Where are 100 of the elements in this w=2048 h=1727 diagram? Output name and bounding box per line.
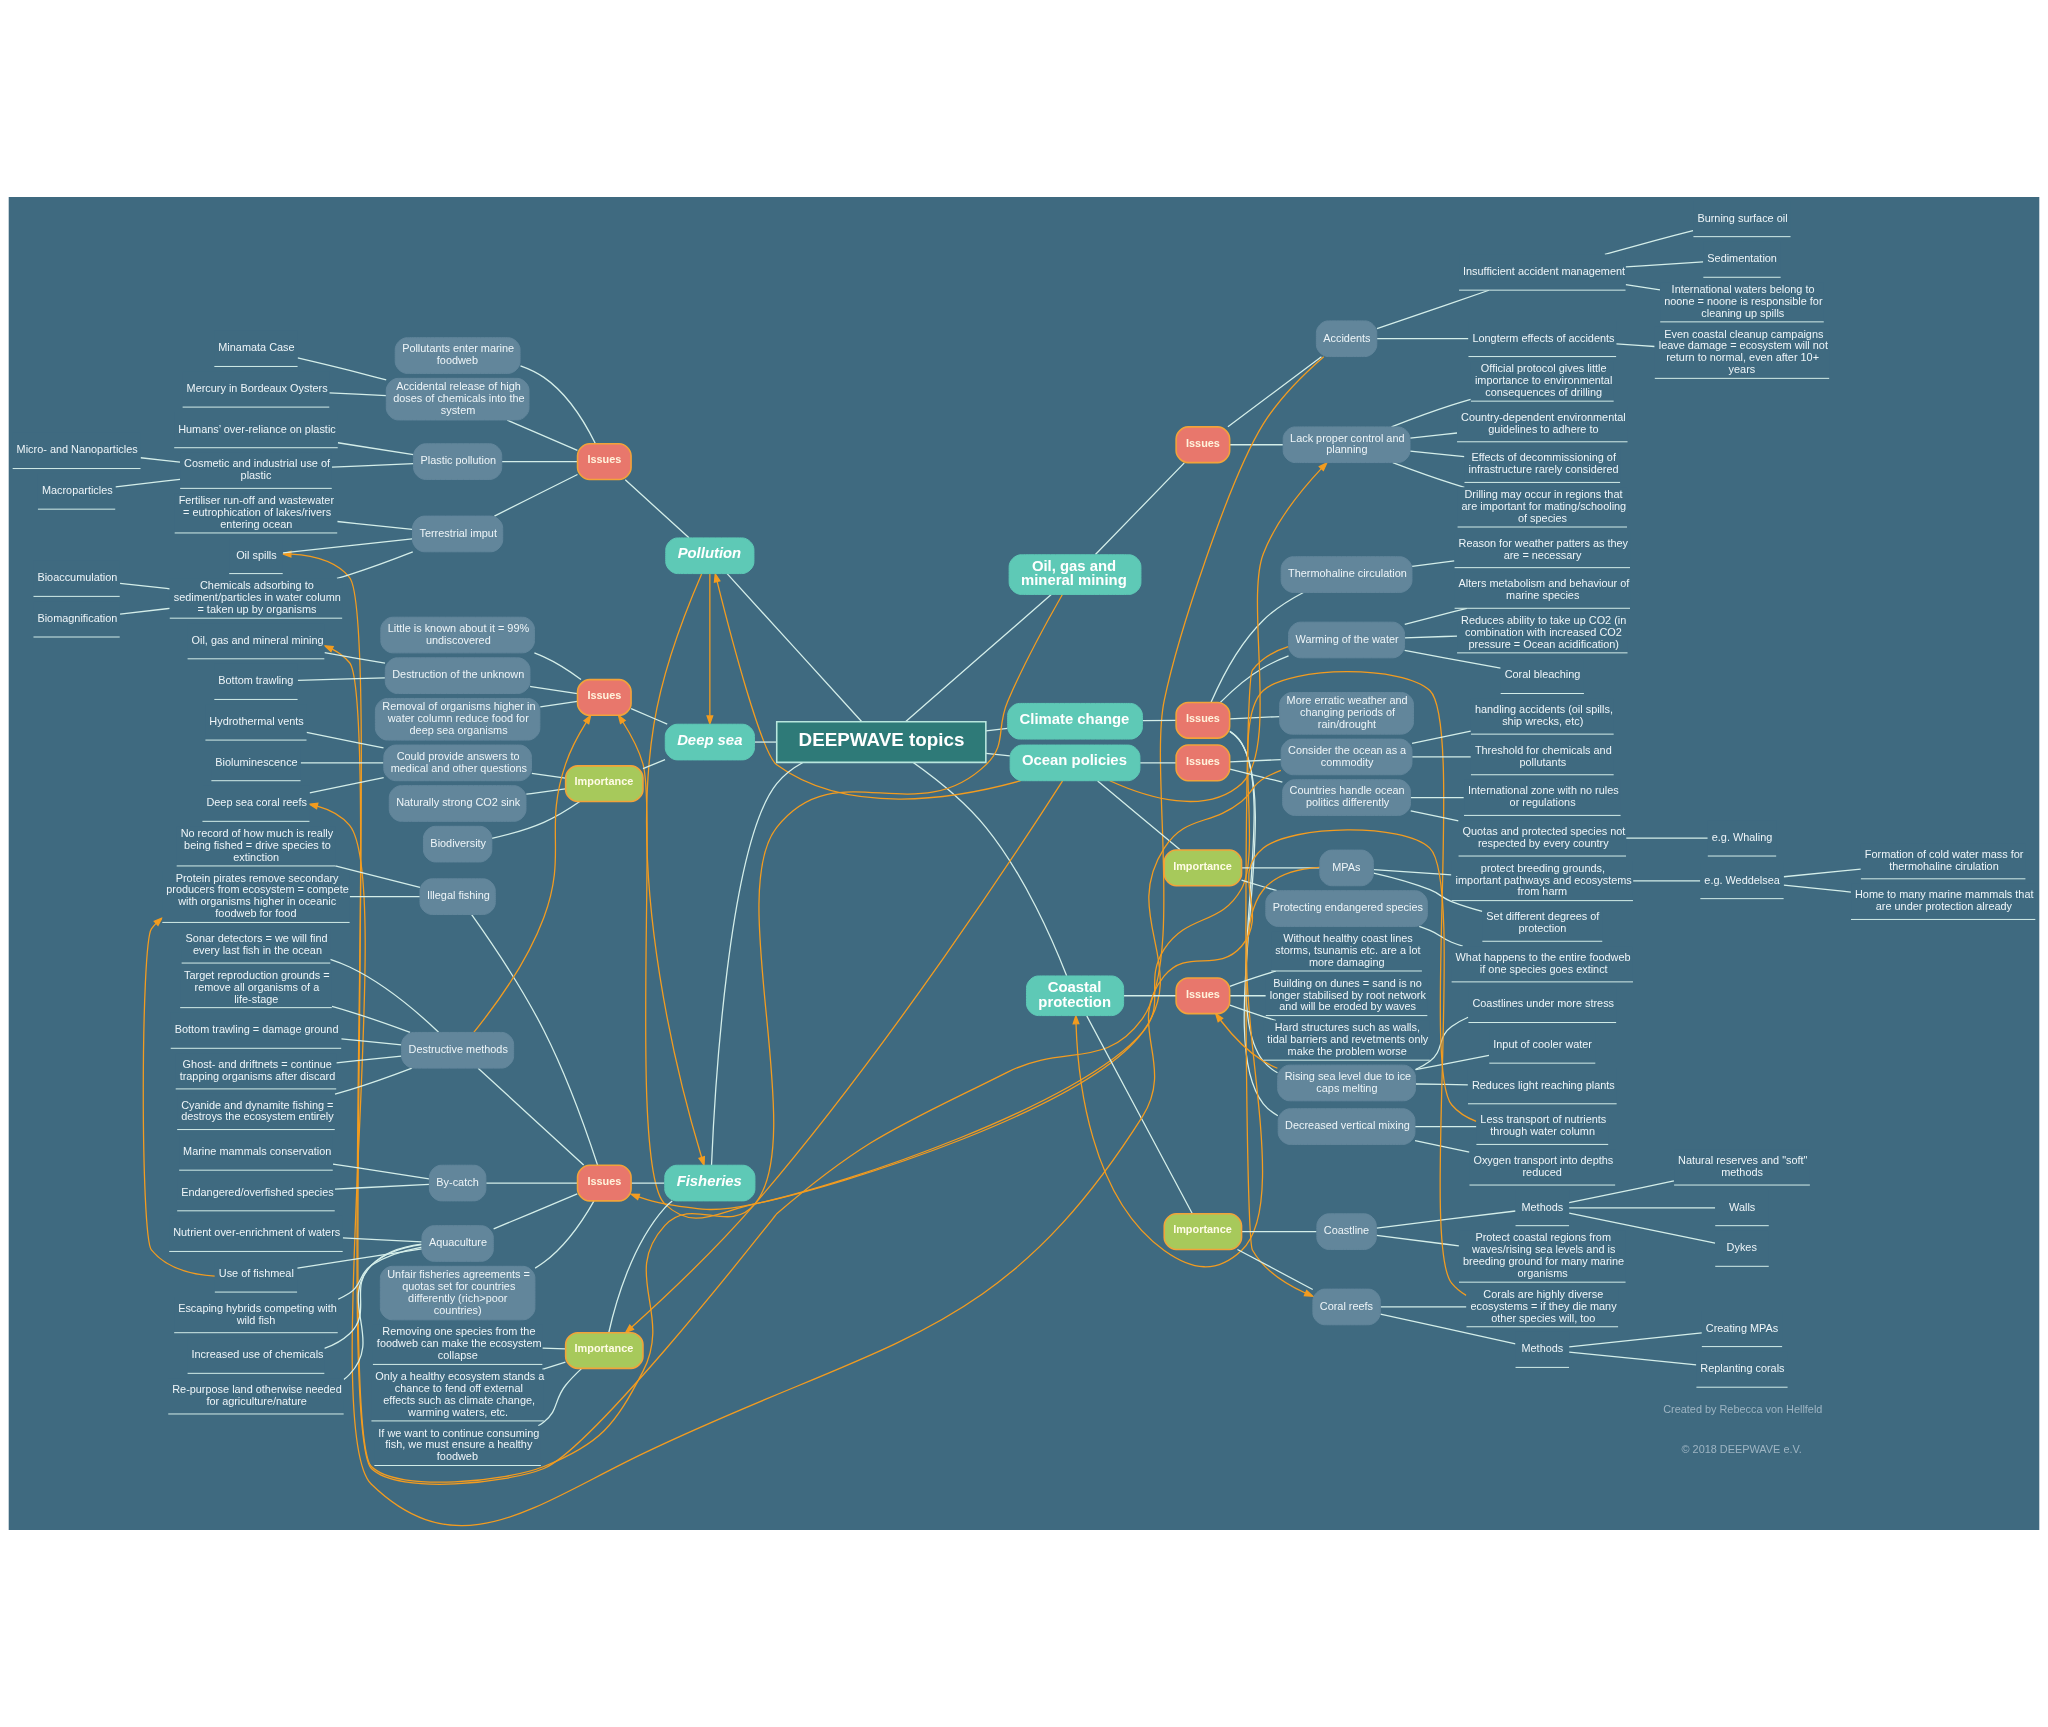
connector [343, 1243, 423, 1381]
node-text: International zone with no rules or regulations [1467, 784, 1619, 809]
label: © 2018 DEEPWAVE e.V. [1681, 1443, 1802, 1456]
node-text: Burning surface oil [1697, 211, 1788, 224]
connector [1139, 762, 1177, 764]
node-text: Bottom trawling [218, 674, 294, 687]
connector [337, 442, 415, 456]
connector [1568, 1180, 1675, 1204]
node-text: Fertiliser run-off and wastewater = eutrophication of lakes/rivers entering ocean [178, 494, 335, 530]
arrow [1109, 461, 1329, 803]
node-text: Hydrothermal vents [209, 715, 304, 728]
node-text: Creating MPAs [1705, 1321, 1779, 1334]
arrow [629, 769, 1282, 1211]
connector [529, 685, 579, 695]
connector [1414, 1016, 1469, 1071]
connector [334, 865, 421, 888]
node-box: Accidental release of high doses of chemicals into the system [385, 377, 530, 421]
connector [533, 652, 582, 681]
node-box: Issues [576, 442, 632, 481]
connector [501, 460, 578, 463]
node-text: Mercury in Bordeaux Oysters [186, 382, 328, 395]
node-text: Effects of decommissioning of infrastructure rarely considered [1468, 451, 1619, 476]
connector [331, 1005, 411, 1033]
node-text: If we want to continue consuming fish, we must ensure a healthy foodweb [378, 1426, 540, 1463]
connector [1229, 995, 1267, 997]
node-text: handling accidents (oil spills, ship wrecks, etc) [1474, 703, 1613, 728]
node-box: Pollution [665, 537, 755, 575]
connector [1625, 261, 1704, 268]
connector [1604, 230, 1694, 256]
connector [1379, 1313, 1517, 1345]
node-box: Coastal protection [1026, 975, 1125, 1017]
node-text: No record of how much is really being fished = drive species to extinction [180, 827, 334, 863]
connector [539, 700, 579, 708]
connector [139, 457, 181, 463]
connector [119, 582, 171, 590]
node-box: Issues [1175, 744, 1231, 782]
node-box: Ocean policies [1009, 744, 1141, 782]
node-text: e.g. Whaling [1711, 830, 1773, 843]
connector [1783, 884, 1852, 893]
connector [334, 1067, 413, 1095]
connector [753, 741, 778, 743]
connector [1229, 715, 1281, 720]
node-text: Coastlines under more stress [1472, 997, 1615, 1010]
node-text: Set different degrees of protection [1486, 910, 1600, 935]
node-text: Threshold for chemicals and pollutants [1474, 743, 1612, 768]
connector [541, 1347, 567, 1350]
node-text: Alters metabolism and behaviour of marine species [1458, 577, 1630, 602]
connector [336, 520, 413, 530]
connector [1122, 995, 1177, 997]
node-box: Importance [1163, 1213, 1243, 1251]
node-text: Replanting corals [1700, 1362, 1785, 1375]
arrow [1214, 1012, 1279, 1069]
connector [334, 1183, 430, 1190]
node-box: More erratic weather and changing periods of rain/drought [1279, 692, 1414, 735]
node-text: What happens to the entire foodweb if one species goes extinct [1455, 950, 1631, 975]
connector [1240, 879, 1278, 892]
connector [328, 392, 387, 397]
connector [115, 478, 181, 488]
node-box: Warming of the water [1288, 621, 1406, 659]
connector [1229, 444, 1284, 446]
connector [1219, 655, 1290, 704]
node-text: Ghost- and driftnets = continue trapping organisms after discard [179, 1057, 336, 1082]
node-box: Plastic pollution [413, 443, 503, 480]
label: Created by Rebecca von Hellfeld [1663, 1402, 1823, 1415]
node-box: Illegal fishing [419, 878, 496, 915]
node-box: Issues [1175, 977, 1231, 1015]
connector [1568, 1332, 1703, 1348]
connector [1411, 756, 1472, 758]
node-text: Biomagnification [37, 611, 118, 624]
node-box: Naturally strong CO2 sink [388, 785, 527, 822]
connector [1615, 343, 1656, 348]
node-box: Countries handle ocean politics differently [1282, 779, 1411, 816]
node-text: Target reproduction grounds = remove all organisms of a life-stage [184, 968, 330, 1005]
node-text: Quotas and protected species not respected by every country [1462, 825, 1626, 849]
node-text: Dykes [1726, 1241, 1757, 1254]
node-text: Drilling may occur in regions that are important for mating/schooling of species [1461, 488, 1627, 524]
connector [608, 1200, 673, 1333]
arrow [473, 713, 592, 1033]
node-text: Methods [1521, 1342, 1564, 1355]
node-box: Coral reefs [1312, 1288, 1381, 1326]
node-text: Micro- and Nanoparticles [16, 443, 138, 456]
connector [335, 1055, 402, 1064]
connector [471, 913, 599, 1166]
node-text: Corals are highly diverse ecosystems = if they die many other species will, too [1470, 1287, 1617, 1324]
arrow [307, 802, 1467, 1527]
connector [1418, 925, 1464, 947]
connector [1410, 810, 1460, 822]
node-box: Importance [564, 765, 644, 803]
node-box: Accidents [1315, 320, 1378, 358]
arrow [323, 594, 1063, 1483]
node-box: Rising sea level due to ice caps melting [1277, 1064, 1416, 1102]
node-text: Natural reserves and "soft" methods [1678, 1154, 1808, 1178]
connector [1414, 1125, 1477, 1128]
connector [531, 772, 567, 779]
node-text: Home to many marine mammals that are under protection already [1854, 888, 2034, 913]
node-box: Consider the ocean as a commodity [1280, 738, 1413, 776]
node-text: Use of fishmeal [218, 1267, 294, 1280]
connector [630, 707, 668, 725]
connector [1625, 284, 1661, 291]
node-box: Aquaculture [421, 1225, 494, 1262]
